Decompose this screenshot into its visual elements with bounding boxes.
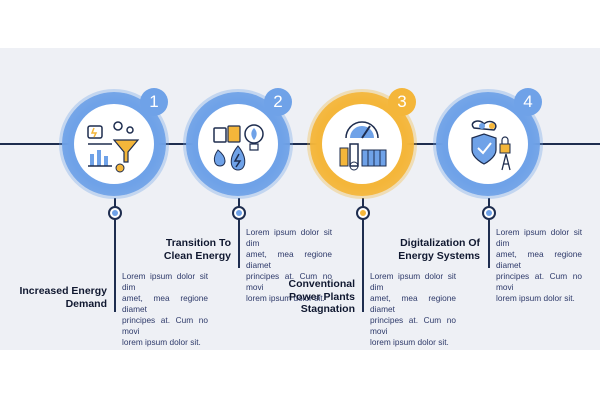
- timeline-dot-3: [356, 206, 370, 220]
- timeline-dot-2: [232, 206, 246, 220]
- connector-2: [238, 198, 240, 268]
- step-number-badge: 3: [388, 88, 416, 116]
- timeline-dot-center: [112, 210, 118, 216]
- energy-demand-icon: [87, 121, 140, 173]
- timeline-dot-4: [482, 206, 496, 220]
- connector-4: [488, 198, 490, 268]
- clean-energy-icon: [213, 124, 264, 171]
- step-number-badge: 1: [140, 88, 168, 116]
- timeline-dot-center: [486, 210, 492, 216]
- step-circle-inner: [198, 104, 278, 184]
- connector-1: [114, 198, 116, 312]
- step-circle-inner: [74, 104, 154, 184]
- step-number-badge: 4: [514, 88, 542, 116]
- timeline-dot-1: [108, 206, 122, 220]
- timeline-dot-center: [360, 210, 366, 216]
- power-plant-icon: [339, 121, 387, 171]
- timeline-dot-center: [236, 210, 242, 216]
- digital-energy-icon: [471, 120, 511, 171]
- connector-3: [362, 198, 364, 312]
- step-circle-inner: [322, 104, 402, 184]
- step-number-badge: 2: [264, 88, 292, 116]
- timeline-line: [0, 143, 600, 145]
